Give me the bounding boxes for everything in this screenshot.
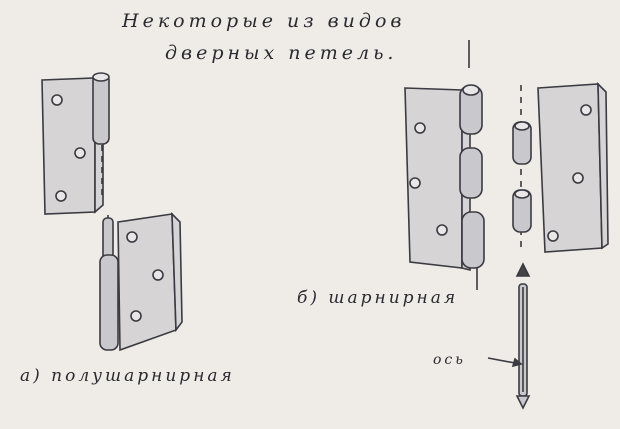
title-line-2: дверных петель. bbox=[165, 42, 398, 64]
full-hinge-right bbox=[512, 82, 609, 253]
half-hinge-upper bbox=[41, 72, 110, 215]
label-axis: ось bbox=[433, 352, 466, 368]
title-line-1: Некоторые из видов bbox=[122, 10, 406, 32]
label-full-hinge: б) шарнирная bbox=[297, 288, 459, 308]
axis-pin bbox=[487, 262, 531, 410]
half-hinge-lower bbox=[99, 211, 183, 352]
full-hinge-left bbox=[404, 40, 485, 290]
label-half-hinge: а) полушарнирная bbox=[20, 366, 235, 386]
